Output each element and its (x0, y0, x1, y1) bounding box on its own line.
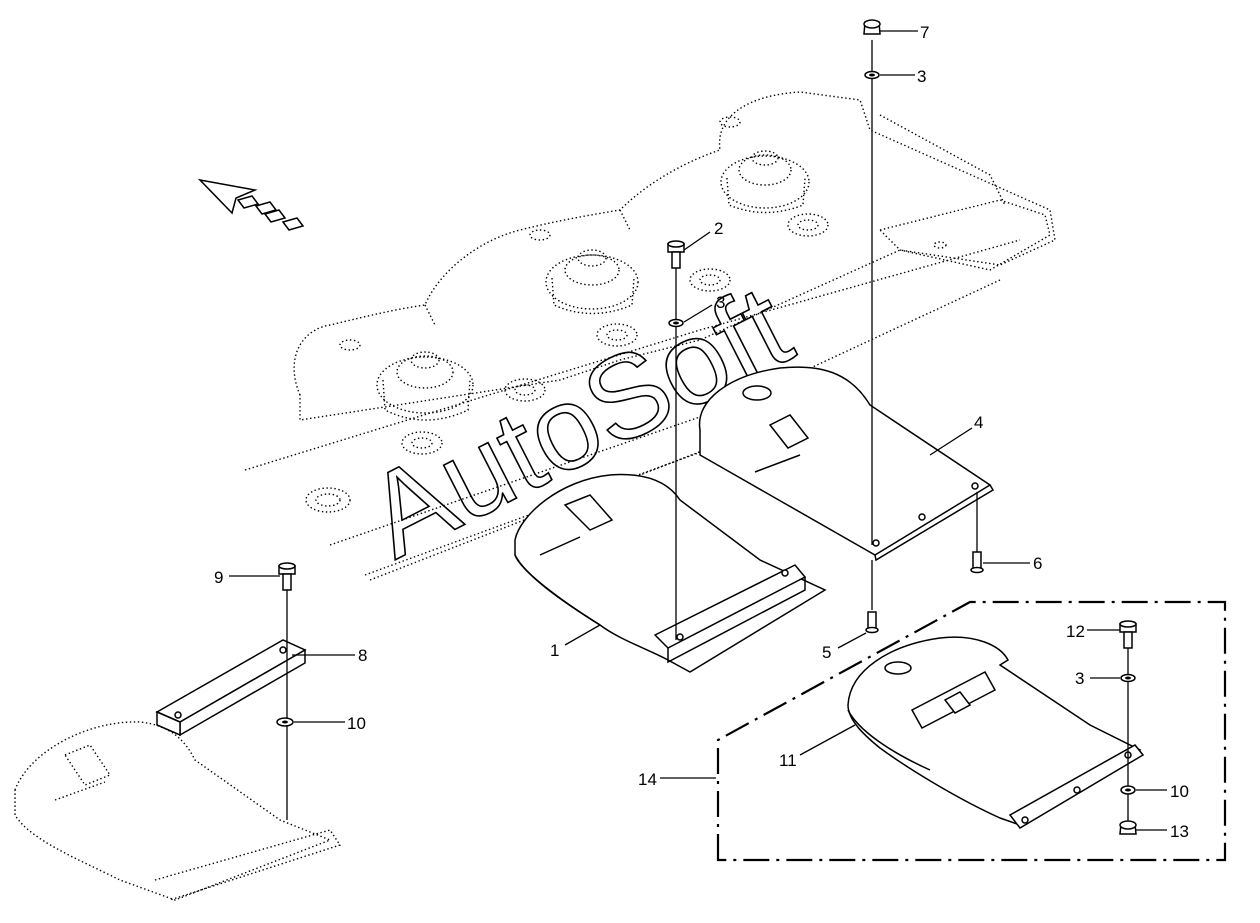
callout-5: 5 (822, 643, 831, 662)
callout-13: 13 (1170, 822, 1189, 841)
callout-9: 9 (214, 568, 223, 587)
skid-shoe-rings (305, 213, 829, 513)
kit-boundary-14 (716, 600, 1227, 862)
skid-plate-part-1 (514, 473, 827, 673)
travel-direction-arrow (197, 178, 305, 231)
cutter-hub-1 (376, 351, 474, 421)
cutter-hub-3 (720, 150, 810, 214)
callout-11: 11 (779, 751, 797, 770)
callout-7: 7 (920, 23, 929, 42)
callout-12: 12 (1066, 622, 1085, 641)
plate-part-4 (698, 366, 995, 562)
callout-6: 6 (1033, 554, 1042, 573)
callout-10-kit: 10 (1170, 782, 1189, 801)
callout-2: 2 (714, 219, 723, 238)
callout-10-left: 10 (347, 714, 366, 733)
hardware (276, 19, 1137, 835)
leader-lines (229, 30, 1167, 831)
callout-3-top: 3 (917, 67, 926, 86)
skid-plate-part-11 (847, 636, 1145, 829)
spacer-bar-part-8 (155, 639, 307, 737)
reference-skid-dotted (14, 721, 342, 901)
cutter-hub-2 (545, 249, 639, 315)
callout-1: 1 (550, 641, 559, 660)
callout-3-mid: 3 (716, 293, 725, 312)
callout-4: 4 (974, 413, 983, 432)
callout-8: 8 (358, 646, 367, 665)
callout-3-kit: 3 (1075, 669, 1084, 688)
assembly-axes (286, 40, 1129, 830)
callout-14: 14 (638, 770, 657, 789)
callout-labels: 7 3 2 3 4 6 5 1 9 8 10 11 12 3 10 13 14 (214, 23, 1189, 841)
